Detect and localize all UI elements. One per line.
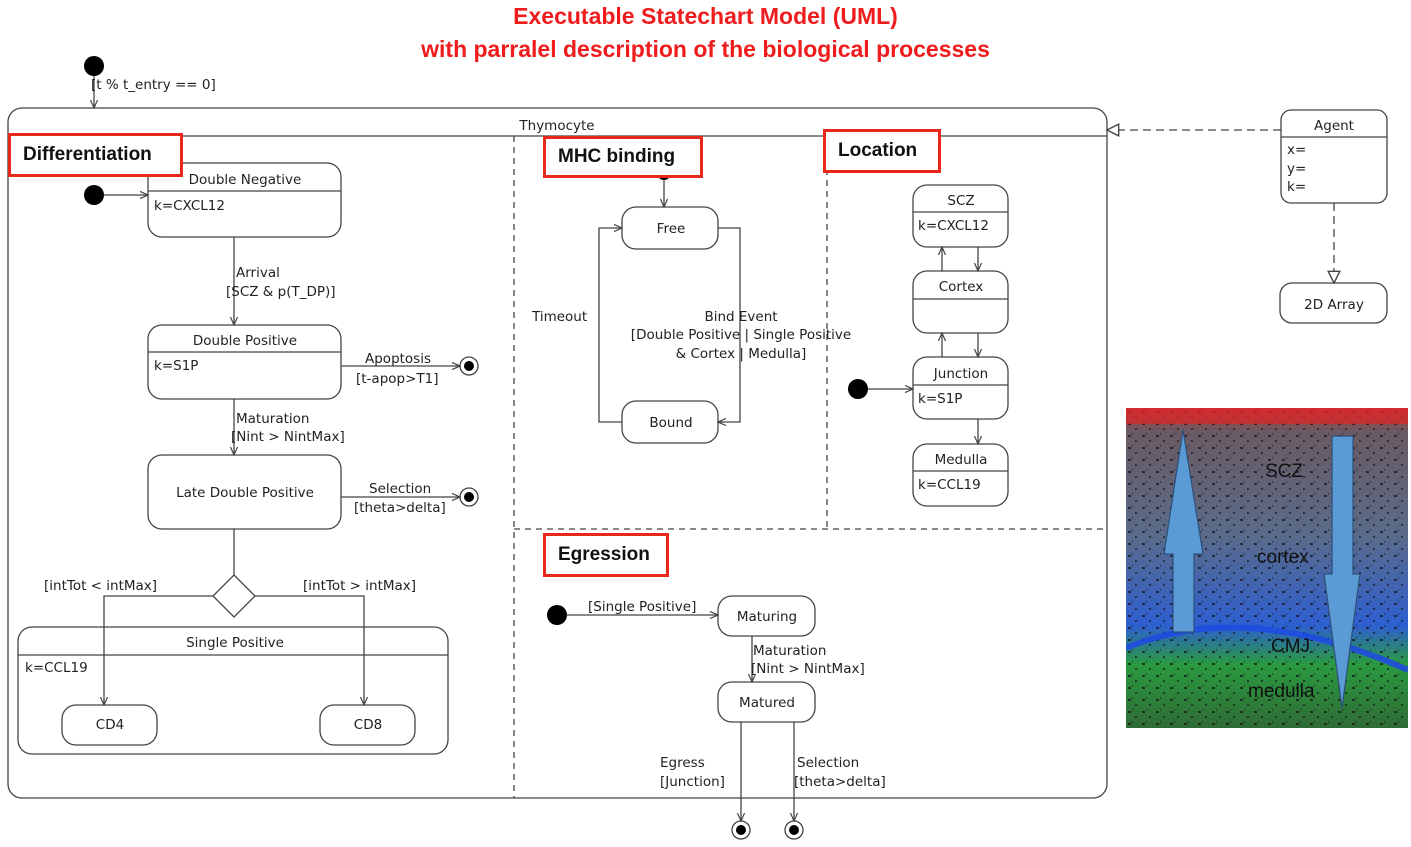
egression-entry-guard: [Single Positive] — [588, 599, 696, 615]
egress-selection-guard: [theta>delta] — [794, 774, 886, 790]
arrival-guard: [SCZ & p(T_DP)] — [226, 284, 336, 300]
maturing-name: Maturing — [737, 609, 797, 625]
agent-attr-y: y= — [1287, 161, 1306, 177]
bio-label-scz: SCZ — [1265, 461, 1303, 482]
egress-selection-event: Selection — [797, 755, 859, 771]
scz-name: SCZ — [947, 193, 974, 209]
bind-event-label: Bind Event — [704, 309, 777, 325]
state-medulla[interactable] — [912, 443, 1009, 507]
agent-name: Agent — [1314, 118, 1354, 134]
bio-label-cortex: cortex — [1257, 547, 1309, 568]
junction-body: k=S1P — [918, 391, 962, 407]
thymocyte-name: Thymocyte — [518, 118, 594, 134]
arrow-up-icon — [1163, 429, 1204, 633]
maturation-guard: [Nint > NintMax] — [231, 429, 345, 445]
junction-name: Junction — [933, 366, 988, 382]
double-positive-body: k=S1P — [154, 358, 198, 374]
initial-node-egression — [547, 605, 567, 625]
state-single-positive[interactable] — [17, 626, 449, 755]
region-label-mhc-binding: MHC binding — [543, 136, 703, 178]
region-label-egression: Egression — [543, 533, 669, 577]
late-double-positive-name: Late Double Positive — [176, 485, 314, 501]
bio-label-cmj: CMJ — [1271, 636, 1311, 657]
state-scz[interactable] — [912, 184, 1009, 248]
single-positive-name: Single Positive — [186, 635, 284, 651]
free-name: Free — [657, 221, 686, 237]
egression-maturation-event: Maturation — [753, 643, 826, 659]
maturation-event: Maturation — [236, 411, 309, 427]
egress-event: Egress — [660, 755, 705, 771]
medulla-name: Medulla — [935, 452, 988, 468]
selection-event: Selection — [369, 481, 431, 497]
apoptosis-guard: [t-apop>T1] — [356, 371, 439, 387]
agent-attr-k: k= — [1287, 179, 1306, 195]
arrow-down-icon — [1323, 435, 1361, 709]
initial-node-top — [84, 56, 104, 76]
bind-guard-line-1: [Double Positive | Single Positive — [631, 327, 851, 343]
matured-name: Matured — [739, 695, 795, 711]
double-positive-name: Double Positive — [193, 333, 297, 349]
state-maturing[interactable] — [717, 595, 816, 637]
double-negative-body: k=CXCL12 — [154, 198, 225, 214]
timeout-label: Timeout — [531, 309, 587, 325]
array-2d-name: 2D Array — [1304, 297, 1364, 313]
arrival-event: Arrival — [236, 265, 280, 281]
choice-node — [212, 574, 256, 618]
guard-left: [intTot < intMax] — [44, 578, 157, 594]
state-double-negative[interactable] — [147, 162, 342, 238]
scz-body: k=CXCL12 — [918, 218, 989, 234]
region-label-differentiation: Differentiation — [8, 133, 183, 177]
single-positive-body: k=CCL19 — [25, 660, 88, 676]
thymus-image: SCZ cortex CMJ medulla — [1126, 408, 1408, 728]
state-late-double-positive[interactable] — [147, 454, 342, 530]
agent-attr-x: x= — [1287, 142, 1306, 158]
double-negative-name: Double Negative — [189, 172, 302, 188]
cd4-name: CD4 — [96, 717, 124, 733]
state-matured[interactable] — [717, 681, 816, 723]
bio-label-medulla: medulla — [1248, 681, 1315, 702]
array-2d-class[interactable] — [1279, 282, 1388, 324]
bind-guard-line-2: & Cortex | Medulla] — [676, 346, 807, 362]
state-cd4[interactable] — [61, 704, 158, 746]
initial-guard: [t % t_entry == 0] — [91, 77, 216, 93]
state-cortex[interactable] — [912, 270, 1009, 334]
apoptosis-event: Apoptosis — [365, 351, 431, 367]
state-cd8[interactable] — [319, 704, 416, 746]
egression-maturation-guard: [Nint > NintMax] — [751, 661, 865, 677]
selection-guard: [theta>delta] — [354, 500, 446, 516]
medulla-body: k=CCL19 — [918, 477, 981, 493]
bound-name: Bound — [649, 415, 692, 431]
state-double-positive[interactable] — [147, 324, 342, 400]
initial-node-differentiation — [84, 185, 104, 205]
initial-node-location — [848, 379, 868, 399]
region-label-location: Location — [823, 129, 941, 173]
egress-guard: [Junction] — [660, 774, 725, 790]
thymocyte-state[interactable] — [7, 107, 1108, 799]
title-line-1: Executable Statechart Model (UML) — [513, 3, 898, 29]
cd8-name: CD8 — [354, 717, 382, 733]
guard-right: [intTot > intMax] — [303, 578, 416, 594]
cortex-name: Cortex — [939, 279, 984, 295]
title-line-2: with parralel description of the biologi… — [421, 36, 990, 62]
